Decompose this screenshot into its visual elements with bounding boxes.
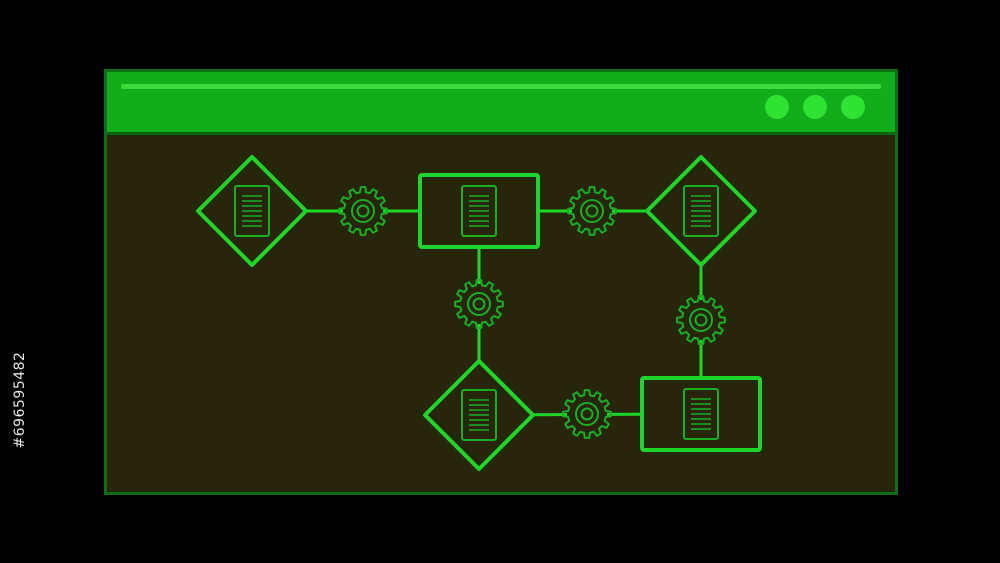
decision-node[interactable] <box>423 359 535 471</box>
window-button[interactable] <box>841 95 865 119</box>
stock-id-text: #696595482 <box>12 351 28 449</box>
gear-icon <box>562 389 612 439</box>
document-icon <box>234 185 270 237</box>
stock-id-watermark: #696595482 <box>10 320 30 480</box>
window-button[interactable] <box>803 95 827 119</box>
gear-icon <box>676 295 726 345</box>
gear-icon <box>567 186 617 236</box>
document-icon <box>683 185 719 237</box>
title-bar-highlight <box>121 84 881 89</box>
decision-node[interactable] <box>645 155 757 267</box>
decision-node[interactable] <box>196 155 308 267</box>
process-node[interactable] <box>418 173 540 249</box>
document-icon <box>683 388 719 440</box>
gear-icon <box>454 279 504 329</box>
gear-icon <box>338 186 388 236</box>
diagram-gears <box>338 186 726 439</box>
diagram-nodes <box>196 155 762 471</box>
title-bar[interactable] <box>107 72 895 135</box>
process-node[interactable] <box>640 376 762 452</box>
document-icon <box>461 185 497 237</box>
document-icon <box>461 389 497 441</box>
window-button[interactable] <box>765 95 789 119</box>
